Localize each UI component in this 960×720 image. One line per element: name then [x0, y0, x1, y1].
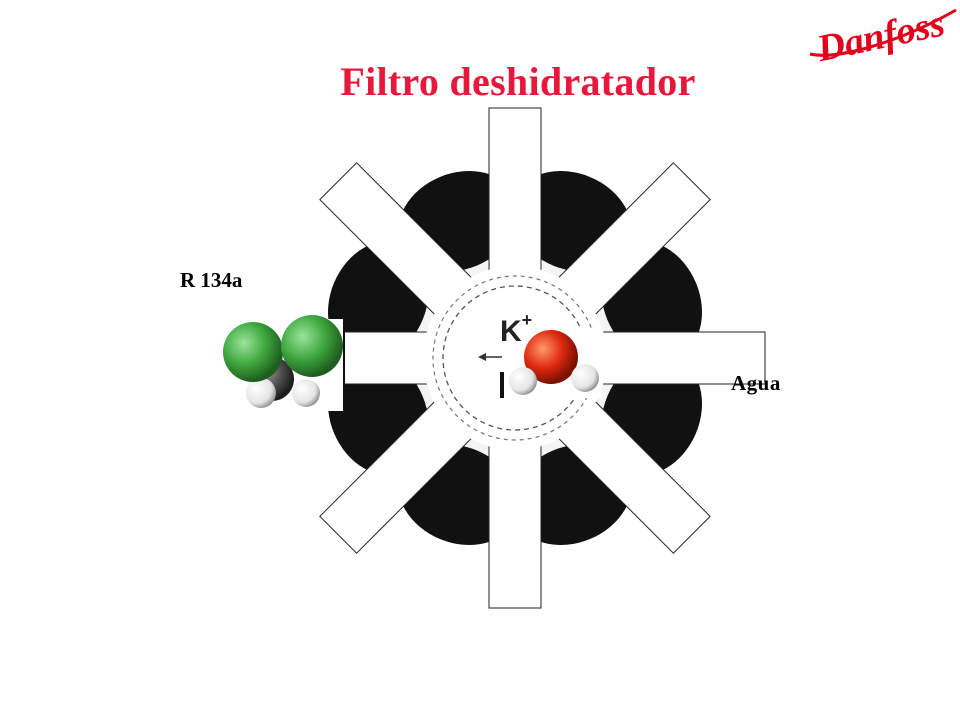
cation-charge: + [521, 310, 533, 330]
oxygen-atom [524, 330, 578, 384]
danfoss-logo: Danfoss [809, 4, 957, 66]
cation-symbol: K [500, 315, 522, 348]
r134a-label: R 134a [180, 268, 243, 292]
fluorine-atom [223, 322, 283, 382]
slide-title: Filtro deshidratador [340, 59, 696, 104]
r134a-molecule [214, 315, 345, 411]
diffusion-arrow-head [478, 353, 486, 361]
logo-swoosh [809, 8, 957, 57]
hydrogen-atom [246, 378, 276, 408]
water-molecule [506, 328, 602, 398]
hydrogen-atom [571, 364, 599, 392]
cage-wall-mark [500, 372, 504, 398]
hydrogen-atom [292, 379, 320, 407]
water-label: Agua [731, 371, 781, 395]
fluorine-atom [281, 315, 343, 377]
potassium-cation-label: K+ [500, 310, 532, 349]
hydrogen-atom [509, 367, 537, 395]
